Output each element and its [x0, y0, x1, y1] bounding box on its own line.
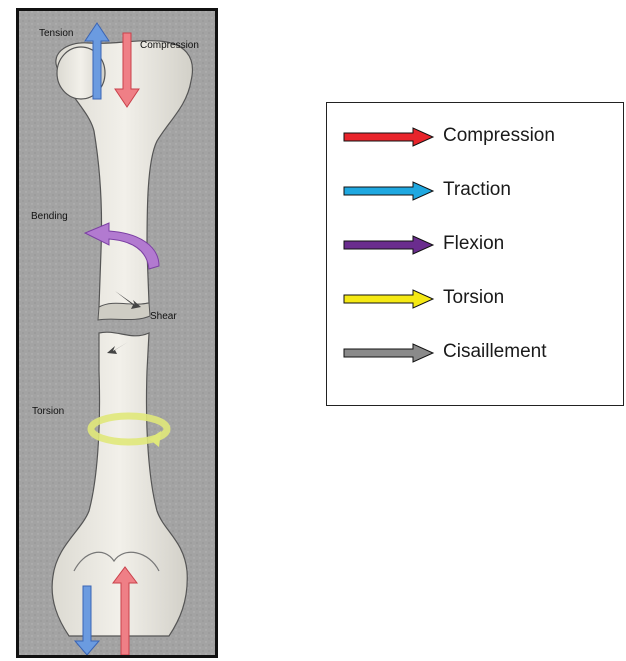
legend-item-traction: Traction: [343, 179, 613, 203]
legend-item-cisaillement: Cisaillement: [343, 341, 613, 365]
legend-swatch-compression: [343, 127, 435, 147]
legend-item-compression: Compression: [343, 125, 613, 149]
legend-label-compression: Compression: [443, 125, 555, 147]
label-torsion: Torsion: [32, 406, 64, 417]
legend-swatch-torsion: [343, 289, 435, 309]
legend-label-traction: Traction: [443, 179, 511, 201]
legend-item-flexion: Flexion: [343, 233, 613, 257]
fracture-surface-upper: [98, 303, 150, 320]
legend-box: Compression Traction Flexion Torsion Cis…: [326, 102, 624, 406]
label-tension: Tension: [39, 28, 73, 39]
legend-label-flexion: Flexion: [443, 233, 504, 255]
legend-swatch-traction: [343, 181, 435, 201]
bone-stress-figure: Tension Compression Bending Shear Torsio…: [16, 8, 218, 658]
label-compression: Compression: [140, 40, 199, 51]
legend-label-torsion: Torsion: [443, 287, 504, 309]
legend-label-cisaillement: Cisaillement: [443, 341, 546, 363]
legend-swatch-cisaillement: [343, 343, 435, 363]
label-shear: Shear: [150, 311, 177, 322]
legend-item-torsion: Torsion: [343, 287, 613, 311]
label-bending: Bending: [31, 211, 68, 222]
legend-swatch-flexion: [343, 235, 435, 255]
bone-illustration: [19, 11, 215, 655]
